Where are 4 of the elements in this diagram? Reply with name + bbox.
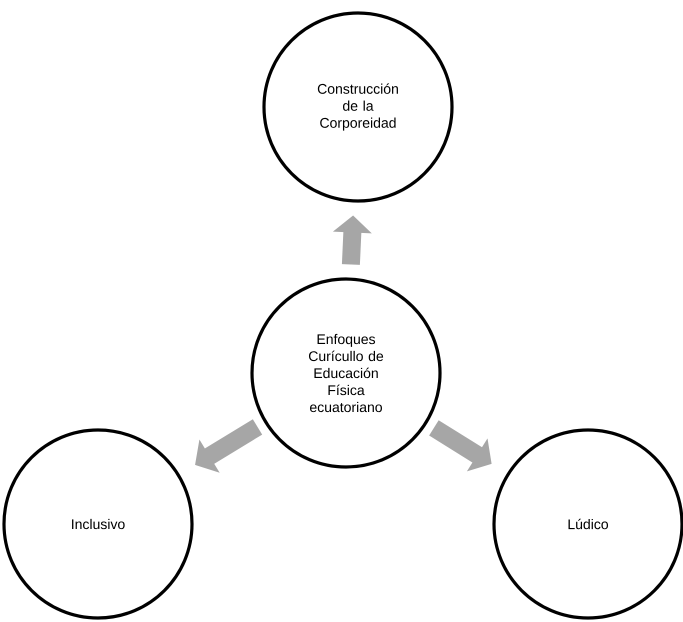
circle-node: Construcción de la Corporeidad <box>262 11 454 203</box>
circle-node: Enfoques Curícullo de Educación Física ecuatoriano <box>250 277 442 469</box>
block-arrow <box>195 419 262 473</box>
circle-node: Inclusivo <box>2 428 194 620</box>
